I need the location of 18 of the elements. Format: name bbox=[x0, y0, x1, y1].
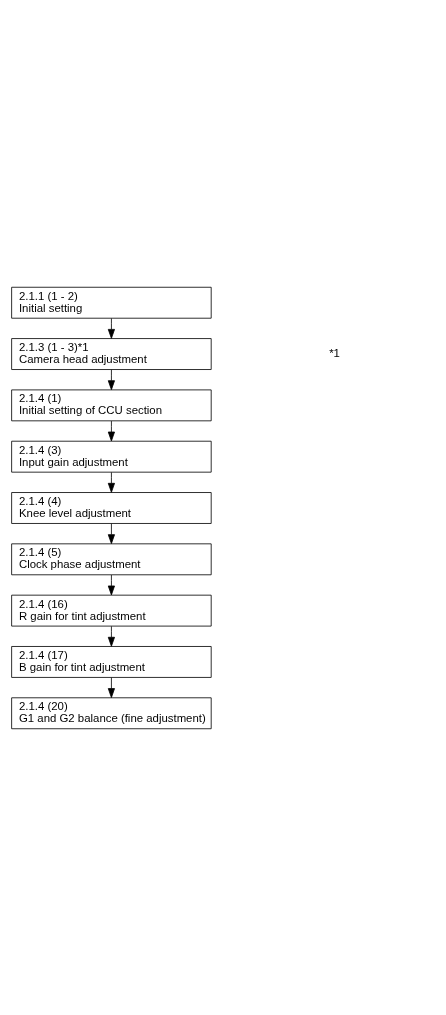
node-box: 2.1.4 (3) Input gain adjustment bbox=[11, 440, 212, 473]
arrow bbox=[107, 625, 115, 647]
arrow bbox=[107, 574, 115, 595]
node-box: 2.1.4 (16) R gain for tint adjustment bbox=[11, 594, 212, 626]
node-box: 2.1.4 (4) Knee level adjustment bbox=[11, 491, 212, 524]
node-box: 2.1.4 (5) Clock phase adjustment bbox=[11, 542, 212, 575]
arrow bbox=[107, 420, 115, 441]
arrow bbox=[107, 676, 115, 698]
label: *1 bbox=[329, 346, 340, 359]
arrow bbox=[107, 317, 115, 339]
node-box: 2.1.4 (20) G1 and G2 balance (fine adjustment) bbox=[11, 696, 212, 729]
arrow bbox=[107, 471, 115, 493]
arrow bbox=[107, 522, 115, 544]
node-box: 2.1.3 (1 - 3)*1 Camera head adjustment bbox=[11, 337, 212, 370]
node-box: 2.1.4 (17) B gain for tint adjustment bbox=[11, 645, 212, 678]
node-box: 2.1.1 (1 - 2) Initial setting bbox=[11, 286, 212, 319]
arrow bbox=[107, 368, 115, 390]
node-box: 2.1.4 (1) Initial setting of CCU section bbox=[11, 389, 212, 421]
